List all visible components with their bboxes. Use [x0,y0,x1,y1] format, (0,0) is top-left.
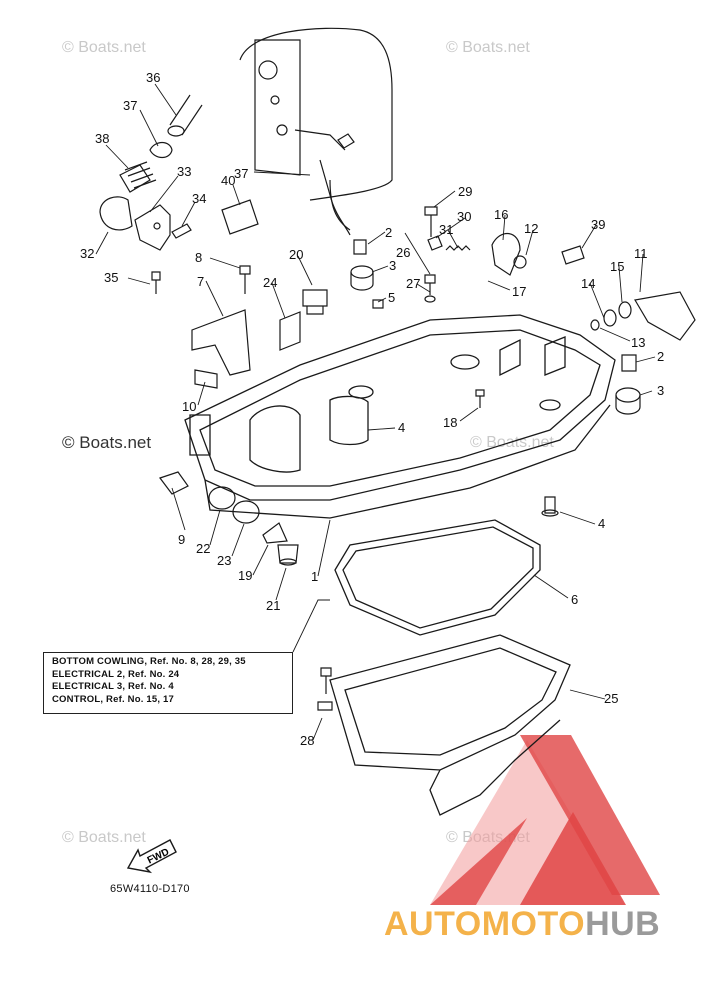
callout-number: 9 [178,532,185,547]
reference-line: BOTTOM COWLING, Ref. No. 8, 28, 29, 35 [52,656,246,667]
callout-number: 4 [598,516,605,531]
grommet-parts-19-21 [262,522,299,566]
callout-number: 22 [196,541,210,556]
handle-part-11 [634,291,696,341]
bracket-part-24 [279,311,301,351]
callout-number: 37 [123,98,137,113]
callout-number: 6 [571,592,578,607]
bottom-cowling [184,314,616,519]
grommet-parts-2-3-center [350,239,374,291]
callout-number: 3 [389,258,396,273]
grommet-parts-2-3-right [615,354,641,415]
leader-lines [95,83,656,741]
callout-number: 13 [631,335,645,350]
callout-number: 30 [457,209,471,224]
callout-number: 23 [217,553,231,568]
watermark-text: © Boats.net [470,434,554,451]
brand-logo-mark [430,735,660,905]
callout-number: 20 [289,247,303,262]
gasket-part-6 [334,519,541,636]
callout-number: 27 [406,276,420,291]
seal-parts-13-15 [513,255,632,331]
watermark-text: © Boats.net [62,829,146,846]
plug-part-20 [302,289,328,315]
callout-number: 26 [396,245,410,260]
lever-part-16 [491,233,521,276]
callout-number: 4 [398,420,405,435]
callout-number: 1 [311,569,318,584]
callout-number: 5 [388,290,395,305]
bracket-part-7 [191,309,251,376]
callout-number: 17 [512,284,526,299]
callout-number: 12 [524,221,538,236]
watermark-layer: © Boats.net © Boats.net © Boats.net © Bo… [62,39,554,846]
bracket-part-33 [134,204,171,251]
callout-number: 18 [443,415,457,430]
watermark-text: © Boats.net [62,39,146,56]
callout-number: 21 [266,598,280,613]
callout-number: 3 [657,383,664,398]
brand-wordmark: AUTOMOTOHUB [384,905,660,944]
callout-number: 35 [104,270,118,285]
watermark-text: © Boats.net [446,39,530,56]
callout-number: 32 [80,246,94,261]
clip-part-10 [194,369,218,389]
callout-number: 24 [263,275,277,290]
spring-parts-30-31 [427,235,471,251]
callout-labels: 36 37 38 33 34 32 35 40 37 29 30 31 16 1… [80,70,664,748]
reference-line: CONTROL, Ref. No. 15, 17 [52,693,174,705]
fuel-hose-part [149,94,203,159]
fwd-label: FWD [146,847,171,867]
cup-part-32 [99,196,133,231]
callout-number: 39 [591,217,605,232]
callout-number: 14 [581,276,595,291]
callout-number: 36 [146,70,160,85]
callout-number: 37 [234,166,248,181]
callout-number: 2 [385,225,392,240]
plug-parts-22-23 [208,486,260,524]
callout-number: 29 [458,184,472,199]
callout-number: 19 [238,568,252,583]
callout-number: 2 [657,349,664,364]
callout-number: 15 [610,259,624,274]
diagram-code: 65W4110-D170 [110,883,190,895]
engine-outline [239,27,393,236]
brand-part-1: AUTOMOTO [384,905,586,943]
reference-line: ELECTRICAL 2, Ref. No. 24 [52,668,180,680]
bolt-part-34 [171,223,192,239]
filter-part-38 [119,161,157,193]
reference-line: ELECTRICAL 3, Ref. No. 4 [52,681,174,693]
switch-part-9 [159,471,189,495]
reference-note-box: BOTTOM COWLING, Ref. No. 8, 28, 29, 35 E… [43,652,293,714]
callout-number: 34 [192,191,206,206]
callout-number: 40 [221,173,235,188]
callout-number: 10 [182,399,196,414]
brand-part-2: HUB [585,905,661,943]
lower-cover-part-25 [329,634,571,816]
bolt-part-35 [151,271,161,294]
callout-number: 7 [197,274,204,289]
label-sheets-39-40 [221,199,585,265]
callout-number: 8 [195,250,202,265]
callout-number: 28 [300,733,314,748]
callout-number: 33 [177,164,191,179]
bolts-group [239,206,559,711]
callout-number: 31 [439,222,453,237]
callout-number: 16 [494,207,508,222]
callout-number: 38 [95,131,109,146]
callout-number: 25 [604,691,618,706]
callout-number: 11 [634,246,648,261]
watermark-text: © Boats.net [62,433,151,452]
